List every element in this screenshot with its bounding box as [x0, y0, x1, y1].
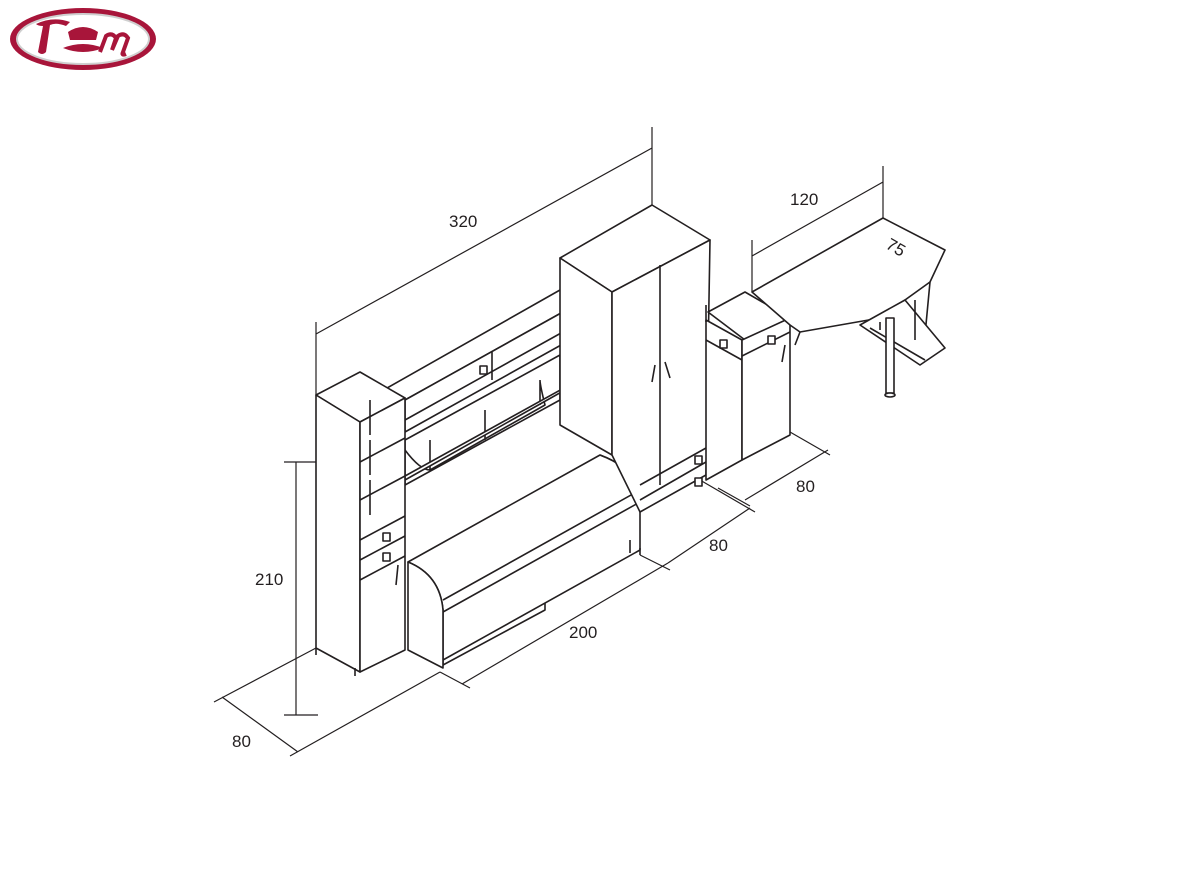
left-tall-cabinet [315, 371, 406, 676]
right-cabinets [705, 291, 791, 481]
dimension-bed-length: 200 [569, 623, 598, 642]
dimension-desk-width: 120 [790, 190, 819, 209]
dimension-lines [213, 127, 884, 757]
company-logo [10, 8, 156, 70]
dimension-left-depth: 80 [232, 732, 251, 751]
wardrobe [559, 204, 711, 513]
wall-shelf-unit [379, 289, 589, 486]
bed [407, 454, 641, 669]
dimension-height: 210 [255, 570, 284, 589]
desk [751, 217, 946, 398]
dimension-right-depth: 80 [796, 477, 815, 496]
dimension-total-width: 320 [449, 212, 478, 231]
dimension-middle-depth: 80 [709, 536, 728, 555]
